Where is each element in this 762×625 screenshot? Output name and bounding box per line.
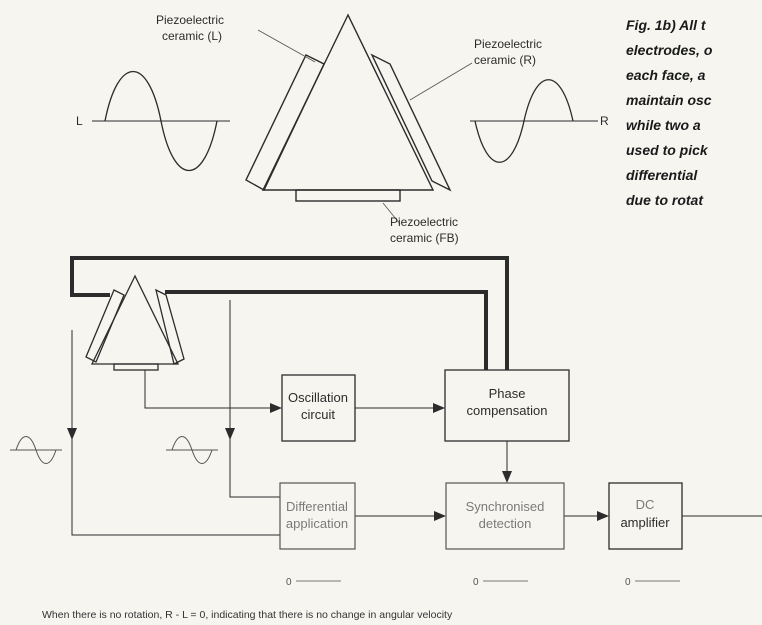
zero-mark: 0 bbox=[473, 577, 479, 588]
label-ceramic-fb-line1: Piezoelectric bbox=[390, 215, 458, 229]
caption-line: electrodes, o bbox=[626, 42, 713, 58]
sine-glyph-left bbox=[10, 436, 62, 464]
figure-caption: Fig. 1b) All t electrodes, o each face, … bbox=[626, 17, 713, 208]
arrowheads bbox=[67, 403, 609, 521]
zero-mark: 0 bbox=[286, 577, 292, 588]
label-ceramic-r-line1: Piezoelectric bbox=[474, 37, 542, 51]
block-label: DC bbox=[636, 497, 655, 512]
ceramic-plate-left bbox=[245, 54, 325, 191]
caption-line: differential bbox=[626, 167, 698, 183]
label-ceramic-l-line1: Piezoelectric bbox=[156, 13, 224, 27]
label-ceramic-fb-line2: ceramic (FB) bbox=[390, 231, 459, 245]
block-label: circuit bbox=[301, 407, 335, 422]
sine-wave-r: R bbox=[470, 79, 609, 163]
block-differential-application: Differential application bbox=[279, 482, 356, 550]
block-label: amplifier bbox=[620, 515, 670, 530]
caption-line: due to rotat bbox=[626, 192, 704, 208]
wave-label-l: L bbox=[76, 114, 83, 128]
triangular-vibrator-small bbox=[85, 274, 185, 371]
block-oscillation-circuit: Oscillation circuit bbox=[281, 374, 356, 442]
block-label: Oscillation bbox=[288, 390, 348, 405]
sine-glyph-middle bbox=[166, 436, 218, 464]
signal-lines bbox=[71, 300, 762, 536]
caption-line: used to pick bbox=[626, 142, 709, 158]
block-label: Differential bbox=[286, 499, 348, 514]
block-label: application bbox=[286, 516, 348, 531]
block-label: Synchronised bbox=[466, 499, 545, 514]
block-synchronised-detection: Synchronised detection bbox=[445, 482, 565, 550]
block-label: detection bbox=[479, 516, 532, 531]
triangular-vibrator-large bbox=[245, 13, 452, 202]
zero-mark: 0 bbox=[625, 577, 631, 588]
label-ceramic-r-line2: ceramic (R) bbox=[474, 53, 536, 67]
leader-lines bbox=[257, 29, 473, 225]
block-label: Phase bbox=[489, 386, 526, 401]
block-phase-compensation: Phase compensation bbox=[444, 369, 570, 442]
caption-line: maintain osc bbox=[626, 92, 712, 108]
ceramic-plate-bottom bbox=[295, 189, 401, 202]
block-dc-amplifier: DC amplifier bbox=[608, 482, 683, 550]
zero-marks: 0 0 0 bbox=[286, 577, 680, 588]
label-ceramic-l-line2: ceramic (L) bbox=[162, 29, 222, 43]
ceramic-plate-right bbox=[370, 53, 452, 192]
caption-line: while two a bbox=[626, 117, 701, 133]
caption-line: each face, a bbox=[626, 67, 706, 83]
footer-note: When there is no rotation, R - L = 0, in… bbox=[42, 609, 453, 621]
feedback-loop bbox=[70, 256, 509, 370]
block-label: compensation bbox=[467, 403, 548, 418]
caption-line: Fig. 1b) All t bbox=[626, 17, 707, 33]
wave-label-r: R bbox=[600, 114, 609, 128]
sine-wave-l: L bbox=[76, 71, 230, 171]
